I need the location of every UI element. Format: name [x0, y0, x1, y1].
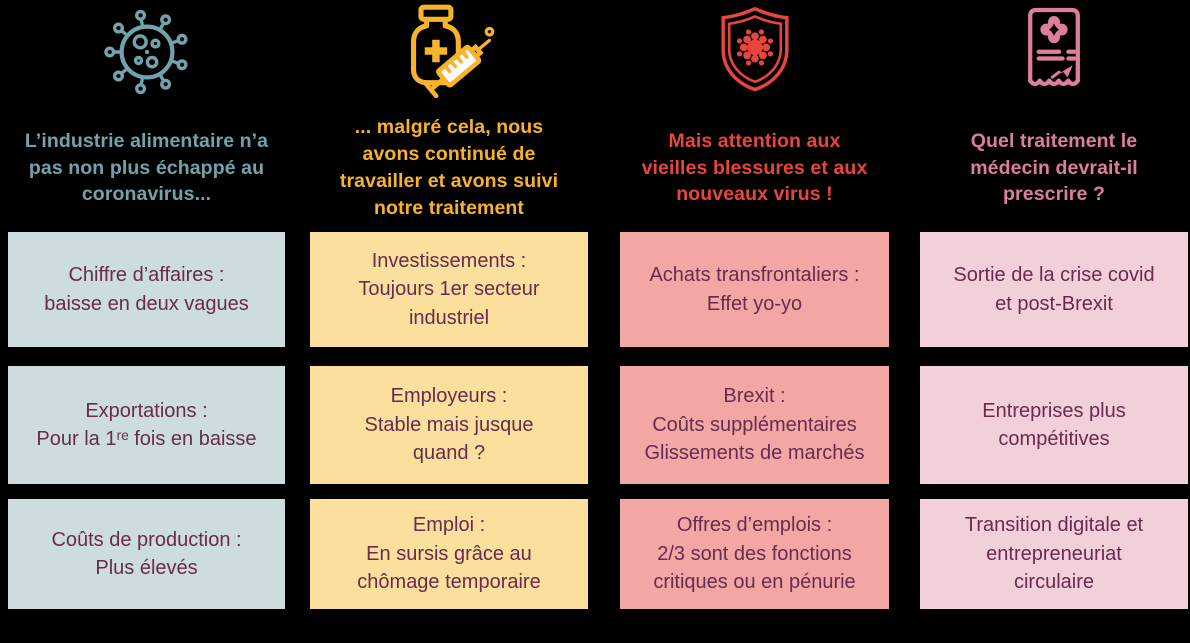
info-box: Achats transfrontaliers :Effet yo-yo	[620, 232, 889, 347]
shield-virus-icon	[620, 0, 889, 104]
info-box: Coûts de production :Plus élevés	[8, 499, 285, 609]
medicine-bottle-syringe-icon	[310, 0, 588, 104]
virus-icon	[8, 0, 285, 104]
info-box: Offres d’emplois :2/3 sont des fonctions…	[620, 499, 889, 609]
prescription-receipt-icon	[920, 0, 1188, 104]
info-box: Chiffre d’affaires :baisse en deux vague…	[8, 232, 285, 347]
info-box: Exportations :Pour la 1ʳᵉ fois en baisse	[8, 366, 285, 484]
